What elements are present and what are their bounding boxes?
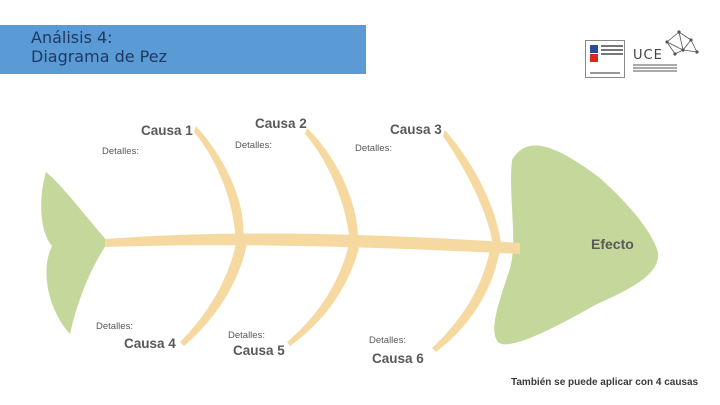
cause-1-details: Detalles: [102,146,139,157]
uce-logo: UCE [633,28,700,80]
fish-tail [41,172,109,334]
cause-5-details: Detalles: [228,330,265,341]
cause-3-label: Causa 3 [390,122,442,137]
cause-5-label: Causa 5 [233,343,285,358]
slide-title-line-2: Diagrama de Pez [31,47,167,66]
government-logo [585,40,625,78]
cause-2-details: Detalles: [235,140,272,151]
bone-cause-5 [287,244,360,346]
title-banner: Análisis 4: Diagrama de Pez [0,25,366,74]
bone-cause-6 [432,250,500,352]
effect-label: Efecto [591,236,634,252]
bone-cause-4 [180,244,247,346]
fish-spine [105,233,520,254]
cause-6-label: Causa 6 [372,351,424,366]
bone-cause-2 [305,128,359,244]
cause-1-label: Causa 1 [141,123,193,138]
bone-cause-3 [443,130,502,250]
fish-head [494,145,659,345]
logos: UCE [585,28,700,80]
bone-cause-1 [194,126,244,244]
cause-2-label: Causa 2 [255,116,307,131]
network-icon [665,30,699,56]
cause-6-details: Detalles: [369,335,406,346]
uce-logo-text: UCE [633,48,663,63]
cause-3-details: Detalles: [355,143,392,154]
cause-4-label: Causa 4 [124,336,176,351]
cause-4-details: Detalles: [96,321,133,332]
slide-title-line-1: Análisis 4: [31,28,113,47]
footnote: También se puede aplicar con 4 causas [511,377,699,388]
